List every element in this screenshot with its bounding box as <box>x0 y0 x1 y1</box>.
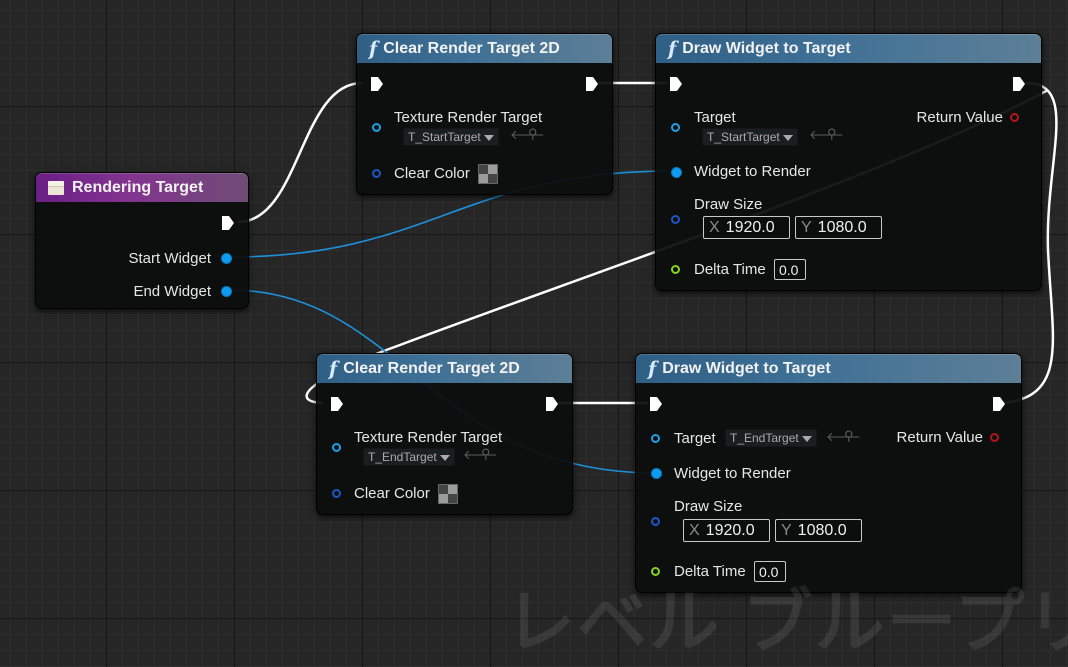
chevron-down-icon <box>801 435 812 442</box>
delta-value: 0.0 <box>759 563 779 580</box>
widget-to-render-pin[interactable] <box>672 168 681 177</box>
node-title: Draw Widget to Target <box>682 39 851 57</box>
delta-time-pin[interactable] <box>671 265 680 274</box>
texture-render-target-pin[interactable] <box>332 443 341 452</box>
exec-wire <box>237 81 363 224</box>
dropdown-value: T_StartTarget <box>707 130 780 144</box>
exec-output-pin[interactable] <box>993 397 1005 411</box>
widget-to-render-pin[interactable] <box>652 469 661 478</box>
dropdown-value: T_EndTarget <box>368 450 437 464</box>
magnifier-icon[interactable]: ⚲ <box>827 126 837 141</box>
delta-time-pin[interactable] <box>651 567 660 576</box>
y-value: 1080.0 <box>797 521 847 539</box>
node-header[interactable]: f Draw Widget to Target <box>636 354 1021 383</box>
target-label: Target <box>674 430 716 447</box>
exec-input-pin[interactable] <box>670 77 682 91</box>
exec-input-pin[interactable] <box>331 397 343 411</box>
exec-output-pin[interactable] <box>222 216 234 230</box>
texture-render-target-pin[interactable] <box>372 123 381 132</box>
draw-size-x-field[interactable]: X 1920.0 <box>683 519 770 542</box>
draw-size-label: Draw Size <box>674 498 743 515</box>
clear-color-swatch[interactable] <box>438 484 458 504</box>
exec-input-pin[interactable] <box>650 397 662 411</box>
node-header[interactable]: f Clear Render Target 2D <box>317 354 572 383</box>
clear-render-target-node-2[interactable]: f Clear Render Target 2D Texture Render … <box>316 353 573 515</box>
render-target-dropdown[interactable]: T_EndTarget <box>363 448 455 466</box>
clear-color-pin[interactable] <box>332 489 341 498</box>
delta-value: 0.0 <box>779 261 799 278</box>
node-header[interactable]: f Clear Render Target 2D <box>357 34 612 63</box>
delta-time-label: Delta Time <box>694 261 766 278</box>
level-blueprint-watermark: レベル ブループリント <box>505 583 1068 661</box>
draw-size-y-field[interactable]: Y 1080.0 <box>795 216 882 239</box>
node-header[interactable]: f Draw Widget to Target <box>656 34 1041 63</box>
y-value: 1080.0 <box>817 218 867 236</box>
target-dropdown[interactable]: T_EndTarget <box>725 429 817 447</box>
target-dropdown[interactable]: T_StartTarget <box>702 128 798 146</box>
draw-size-y-field[interactable]: Y 1080.0 <box>775 519 862 542</box>
clear-color-swatch[interactable] <box>478 164 498 184</box>
x-value: 1920.0 <box>705 521 755 539</box>
exec-output-pin[interactable] <box>586 77 598 91</box>
function-icon: f <box>369 37 378 60</box>
draw-widget-to-target-node[interactable]: f Draw Widget to Target Target T_StartTa… <box>655 33 1042 291</box>
draw-widget-to-target-node-2[interactable]: f Draw Widget to Target Target T_EndTarg… <box>635 353 1022 593</box>
dropdown-value: T_StartTarget <box>408 130 481 144</box>
draw-size-label: Draw Size <box>694 196 763 213</box>
node-title: Rendering Target <box>72 178 204 196</box>
chevron-down-icon <box>483 134 494 141</box>
return-value-pin[interactable] <box>1010 113 1019 122</box>
draw-size-pin[interactable] <box>651 517 660 526</box>
function-icon: f <box>668 37 677 60</box>
function-icon: f <box>648 357 657 380</box>
magnifier-icon[interactable]: ⚲ <box>844 428 854 443</box>
clear-color-pin[interactable] <box>372 169 381 178</box>
start-widget-pin[interactable] <box>222 254 231 263</box>
node-title: Draw Widget to Target <box>662 359 831 377</box>
exec-output-pin[interactable] <box>546 397 558 411</box>
return-value-pin[interactable] <box>990 433 999 442</box>
delta-time-label: Delta Time <box>674 563 746 580</box>
arrow-left-icon[interactable]: 🡐 <box>826 429 861 444</box>
node-title: Clear Render Target 2D <box>383 39 560 57</box>
clear-render-target-node[interactable]: f Clear Render Target 2D Texture Render … <box>356 33 613 195</box>
chevron-down-icon <box>439 454 450 461</box>
return-value-label: Return Value <box>916 109 1003 126</box>
node-header[interactable]: Rendering Target <box>36 173 248 202</box>
return-value-label: Return Value <box>896 429 983 446</box>
magnifier-icon[interactable]: ⚲ <box>528 126 538 141</box>
start-widget-label: Start Widget <box>128 250 211 267</box>
x-value: 1920.0 <box>725 218 775 236</box>
y-axis-label: Y <box>801 218 812 236</box>
clear-color-label: Clear Color <box>354 485 430 502</box>
widget-to-render-label: Widget to Render <box>674 465 791 482</box>
dropdown-value: T_EndTarget <box>730 431 799 445</box>
clear-color-label: Clear Color <box>394 165 470 182</box>
x-axis-label: X <box>709 218 720 236</box>
target-label: Target <box>694 109 736 126</box>
end-widget-pin[interactable] <box>222 287 231 296</box>
delta-time-field[interactable]: 0.0 <box>754 561 786 582</box>
node-title: Clear Render Target 2D <box>343 359 520 377</box>
function-icon: f <box>329 357 338 380</box>
chevron-down-icon <box>782 134 793 141</box>
texture-render-target-label: Texture Render Target <box>394 109 543 126</box>
event-icon <box>48 180 64 195</box>
widget-to-render-label: Widget to Render <box>694 163 811 180</box>
delta-time-field[interactable]: 0.0 <box>774 259 806 280</box>
draw-size-x-field[interactable]: X 1920.0 <box>703 216 790 239</box>
render-target-dropdown[interactable]: T_StartTarget <box>403 128 499 146</box>
exec-input-pin[interactable] <box>371 77 383 91</box>
target-pin[interactable] <box>651 434 660 443</box>
texture-render-target-label: Texture Render Target <box>354 429 503 446</box>
rendering-target-node[interactable]: Rendering Target Start Widget End Widget <box>35 172 249 309</box>
y-axis-label: Y <box>781 521 792 539</box>
magnifier-icon[interactable]: ⚲ <box>481 446 491 461</box>
end-widget-label: End Widget <box>133 283 211 300</box>
x-axis-label: X <box>689 521 700 539</box>
target-pin[interactable] <box>671 123 680 132</box>
draw-size-pin[interactable] <box>671 215 680 224</box>
exec-output-pin[interactable] <box>1013 77 1025 91</box>
